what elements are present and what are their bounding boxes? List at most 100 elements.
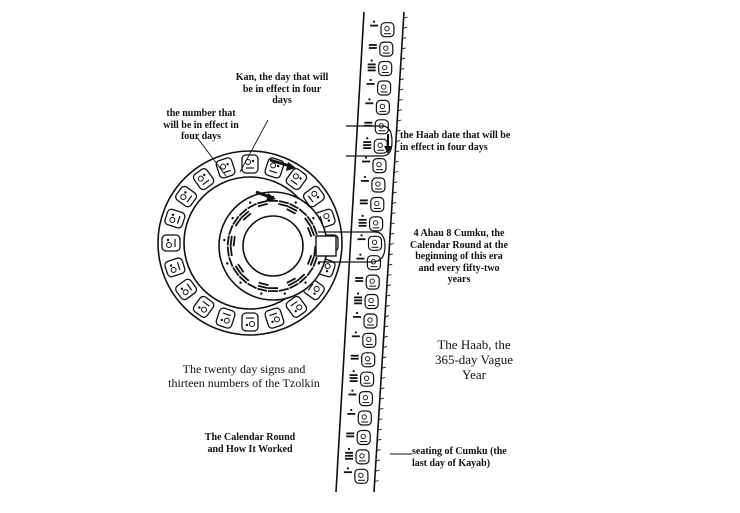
haab-edge-tick [377, 438, 382, 441]
number-glyph [306, 254, 321, 267]
number-glyph [228, 225, 234, 235]
diagram-title: The Calendar Round and How It Worked [204, 432, 296, 455]
haab-edge-tick [403, 16, 408, 19]
number-glyph [257, 200, 268, 208]
haab-edge-tick [386, 284, 392, 287]
haab-glyph [368, 41, 394, 57]
day-sign-glyph [241, 154, 259, 174]
haab-edge-tick [378, 418, 383, 421]
haab-edge-tick [376, 449, 381, 452]
number-glyph [231, 215, 242, 227]
day-sign-glyph [215, 157, 236, 179]
leader-line-kan [239, 119, 269, 173]
haab-glyph [346, 429, 371, 446]
haab-edge-tick [397, 109, 402, 112]
haab-edge-tick [379, 397, 384, 400]
calendar-round-highlight [318, 231, 386, 263]
number-wheel [218, 191, 328, 301]
day-sign-glyph [175, 278, 198, 301]
day-sign-glyph [192, 168, 215, 191]
haab-edge-tick [400, 68, 405, 70]
haab-date-label: the Haab date that will be in effect in … [400, 130, 511, 153]
haab-edge-tick [384, 325, 389, 328]
leader-line-number [195, 135, 227, 177]
haab-edge-tick [387, 274, 392, 276]
haab-edge-tick [390, 222, 395, 225]
calendar-round-label: 4 Ahau 8 Cumku, the Calendar Round at th… [410, 228, 508, 285]
haab-edge-tick [397, 119, 402, 122]
haab-edge-tick [398, 88, 404, 91]
haab-edge-tick [391, 201, 397, 204]
number-glyph [223, 235, 236, 247]
haab-glyph [363, 137, 388, 154]
number-glyph [257, 281, 269, 295]
day-sign-glyph [285, 168, 308, 191]
number-glyph [268, 287, 278, 292]
number-glyph [286, 201, 299, 215]
number-glyph [238, 273, 250, 284]
haab-label: The Haab, the 365-day Vague Year [434, 337, 514, 382]
haab-glyph [357, 234, 383, 251]
haab-edge-tick [380, 387, 385, 390]
haab-edge-tick [385, 304, 390, 307]
haab-edge-tick [400, 57, 406, 60]
haab-edge-tick [395, 150, 400, 153]
haab-glyph [359, 196, 385, 213]
number-glyph [304, 215, 315, 227]
number-glyph [306, 225, 318, 238]
haab-edge-tick [374, 480, 379, 482]
haab-glyph [358, 214, 384, 232]
day-sign-glyph [175, 185, 198, 208]
number-glyph [278, 200, 289, 208]
haab-edge-tick [382, 346, 388, 349]
haab-edge-tick [388, 253, 393, 256]
haab-edge-tick [399, 78, 404, 81]
day-sign-glyph [285, 295, 308, 318]
haab-edge-tick [394, 160, 399, 163]
haab-edge-tick [391, 212, 396, 215]
haab-glyph [347, 408, 372, 426]
haab-edge-tick [395, 140, 401, 143]
haab-glyph [367, 59, 393, 77]
haab-glyph [365, 98, 390, 116]
direction-arrow-outer [269, 158, 296, 171]
haab-edge-tick [375, 469, 380, 472]
haab-edge-tick [379, 407, 384, 410]
haab-edge-tick [380, 377, 386, 379]
haab-glyph [360, 175, 386, 193]
haab-edge-tick [375, 459, 381, 462]
day-sign-glyph [215, 307, 236, 329]
day-sign-glyph-group [161, 154, 339, 332]
number-glyph [226, 246, 233, 257]
haab-glyph [356, 253, 381, 271]
haab-glyph [355, 274, 380, 290]
seating-label: seating of Cumku (the last day of Kayab) [412, 446, 507, 469]
haab-edge-tick [377, 428, 383, 431]
haab-edge-tick [396, 129, 401, 132]
number-glyph [247, 282, 257, 290]
number-glyph [232, 263, 245, 277]
haab-edge-tick [392, 191, 397, 194]
haab-glyph [362, 156, 387, 174]
haab-edge-tick [382, 356, 387, 359]
haab-glyph [353, 311, 378, 329]
haab-glyph [370, 20, 395, 38]
day-sign-glyph [164, 208, 186, 229]
number-glyph [278, 287, 289, 295]
haab-edge-tick [393, 171, 399, 173]
haab-glyph [349, 370, 375, 387]
day-sign-glyph [192, 295, 215, 318]
number-glyph [238, 208, 252, 221]
haab-glyph-group [343, 16, 408, 484]
haab-edge-tick [402, 37, 407, 40]
haab-glyph [343, 467, 369, 484]
haab-edge-tick [401, 47, 406, 50]
haab-edge-tick [393, 181, 398, 184]
tzolkin-label: The twenty day signs and thirteen number… [168, 362, 320, 390]
number-glyph [247, 201, 257, 210]
haab-strip [335, 11, 408, 493]
day-sign-glyph [241, 312, 259, 332]
haab-glyph [354, 292, 379, 310]
haab-glyph [350, 352, 376, 368]
